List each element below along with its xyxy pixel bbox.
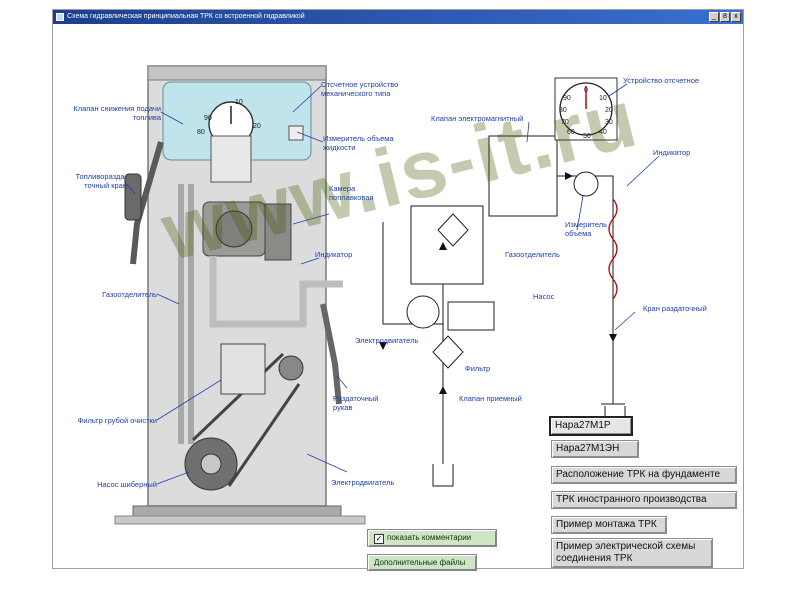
label-fuel-nozzle: Топливоразда-точный кран [75,172,127,190]
label-pump-vane: Насос шиберный [97,480,157,489]
title-bar: Схема гидравлическая принципиальная ТРК … [53,10,743,24]
label-solenoid-valve: Клапан электромагнитный [431,114,524,123]
label-pump-right: Насос [533,292,555,301]
cabinet-top [147,65,327,81]
dial-tick-label: 90 [563,95,571,102]
label-nozzle-right: Кран раздаточный [643,304,707,313]
drive-belt [191,352,301,487]
counter-body [210,135,252,183]
show-comments-label: показать комментарии [387,533,472,542]
intake-tank [432,464,454,487]
dial-tick-label: 10 [235,99,243,106]
float-chamber-block [264,203,292,261]
label-filter-right: Фильтр [465,364,491,373]
dial-tick-label: 80 [197,129,205,136]
supply-pipe [209,256,343,328]
show-comments-toggle[interactable]: ✓показать комментарии [367,529,497,547]
foundation [114,515,366,525]
leader-lines [126,83,660,485]
dial-tick-label: 20 [605,107,613,114]
label-gas-separator-right: Газоотделитель [505,250,560,259]
dial-tick-label: 20 [253,123,261,130]
dial-tick-label: 10 [599,95,607,102]
pump-circle-right [406,295,440,329]
hose-wavy-right [608,198,618,300]
label-dispense-hose: Раздаточный рукав [333,394,379,412]
maximize-button[interactable]: 8 [720,12,730,22]
nav-button-mounting-example[interactable]: Пример монтажа ТРК [551,516,667,534]
dispense-line [557,175,614,374]
arrow-icon [609,334,617,342]
nav-button-electrical-scheme[interactable]: Пример электрической схемы соединения ТР… [551,538,713,568]
window-controls: _ 8 x [709,12,741,22]
dial-tick-label: 90 [204,115,212,122]
gas-separator-symbol [437,213,469,247]
extra-files-button[interactable]: Дополнительные файлы [367,554,477,571]
label-counter-mech: Отсчетное устройство механического типа [321,80,399,98]
dial-tick-label: 40 [599,129,607,136]
schematic-drawing: 90 10 80 20 90 0 10 80 20 70 30 60 40 50 [114,65,660,525]
label-gas-separator-left: Газоотделитель [102,290,157,299]
motor-pulley [278,355,304,381]
label-intake-valve: Клапан приемный [459,394,522,403]
meter-circle-right [573,171,599,197]
checkbox-icon[interactable]: ✓ [374,534,384,544]
arrow-icon [379,342,387,350]
nav-button-foundation-layout[interactable]: Расположение ТРК на фундаменте [551,466,737,484]
cabinet-base [132,505,342,517]
counter-mech-part [288,125,304,141]
nav-button-nara27m1r[interactable]: Нара27М1Р [549,416,633,436]
nav-button-foreign-trk[interactable]: ТРК иностранного производства [551,491,737,509]
app-icon [56,13,64,21]
arrow-icon [439,386,447,394]
dial-tick-label: 30 [605,119,613,126]
motor-box-right [447,301,495,331]
filter-coarse-block [220,343,266,395]
filter-symbol [432,335,464,369]
label-valve-reduce: Клапан снижения подачи топлива [73,104,161,122]
dial-tick-label: 60 [567,129,575,136]
fuel-nozzle [124,173,142,221]
nav-button-nara27m1en[interactable]: Нара27М1ЭН [551,440,639,458]
dial-tick-label: 50 [583,133,591,140]
close-button[interactable]: x [731,12,741,22]
dial-tick-label: 70 [561,119,569,126]
dial-tick-label: 0 [584,87,588,94]
schematic-canvas: 90 10 80 20 90 0 10 80 20 70 30 60 40 50… [53,24,743,571]
label-float-chamber: Камера поплавковая [329,184,374,202]
arrow-icon [565,172,573,180]
label-volume-meter: Измеритель объема жидкости [323,134,394,152]
gas-separator-pipe [178,184,194,444]
label-meter-right: Измеритель объема [565,220,608,238]
label-motor-bottom: Электродвигатель [331,478,395,487]
label-filter-coarse: Фильтр грубой очистки [77,416,157,425]
nozzle-stem [601,374,625,405]
label-motor-right: Электродвигатель [355,336,419,345]
fuel-nozzle-hose [130,141,164,265]
label-indicator-right: Индикатор [653,148,691,157]
gas-separator-loop [410,205,484,285]
app-window: Схема гидравлическая принципиальная ТРК … [52,9,744,571]
vane-pump-hub [200,453,222,475]
dial-tick-label: 80 [559,107,567,114]
label-counter-right: Устройство отсчетное [623,76,700,85]
arrow-icon [439,242,447,250]
dispense-hose-line [320,303,342,405]
label-indicator-left: Индикатор [315,250,353,259]
minimize-button[interactable]: _ [709,12,719,22]
volume-meter-rotor [215,210,253,248]
window-title: Схема гидравлическая принципиальная ТРК … [67,13,305,20]
